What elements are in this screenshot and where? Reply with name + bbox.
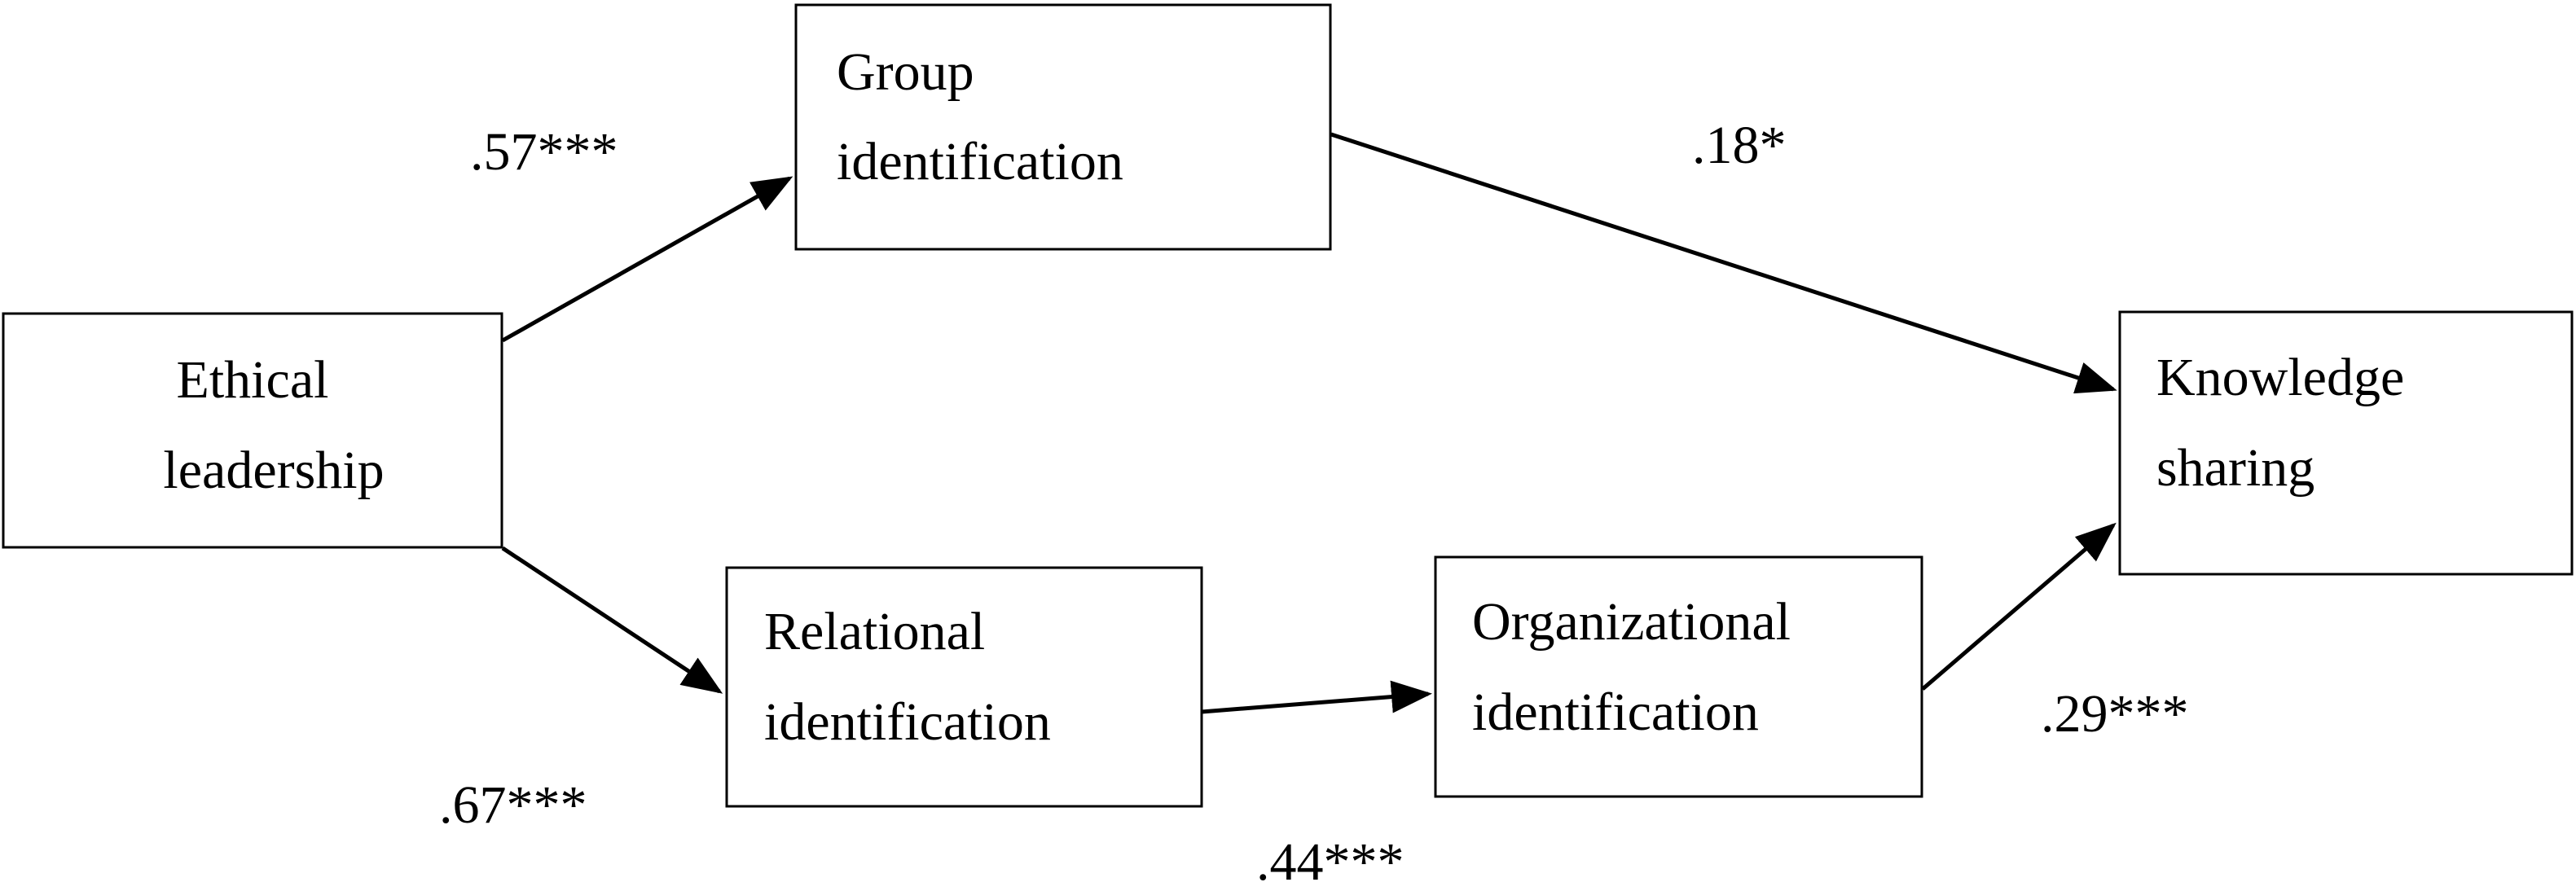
coef-relational-organizational: .44*** [1256,832,1404,891]
node-relational-identification: Relational identification [725,566,1203,808]
node-knowledge-line2: sharing [2156,438,2314,498]
node-group-identification: Group identification [794,3,1332,251]
edge-group-to-knowledge [1330,132,2117,394]
coef-ethical-group: .57*** [470,122,618,182]
edge-organizational-to-knowledge [1921,522,2117,691]
node-organizational-identification: Organizational identification [1434,555,1923,798]
coef-organizational-knowledge: .29*** [2041,684,2189,744]
node-relational-line1: Relational [764,602,985,661]
edge-ethical-to-group [501,176,793,343]
node-ethical-line2: leadership [163,441,384,500]
node-group-line2: identification [837,132,1123,191]
node-ethical-leadership: Ethical leadership [2,312,503,549]
node-relational-line2: identification [764,692,1051,752]
node-ethical-line1: Ethical [177,350,329,410]
node-organizational-line2: identification [1472,683,1759,742]
node-knowledge-line1: Knowledge [2156,348,2404,407]
coef-ethical-relational: .67*** [439,775,587,835]
node-organizational-line1: Organizational [1472,592,1791,652]
coef-group-knowledge: .18* [1692,116,1787,175]
node-group-line1: Group [837,42,974,102]
node-knowledge-sharing: Knowledge sharing [2118,310,2574,576]
edge-ethical-to-relational [501,546,723,694]
edge-relational-to-organizational [1201,680,1432,714]
